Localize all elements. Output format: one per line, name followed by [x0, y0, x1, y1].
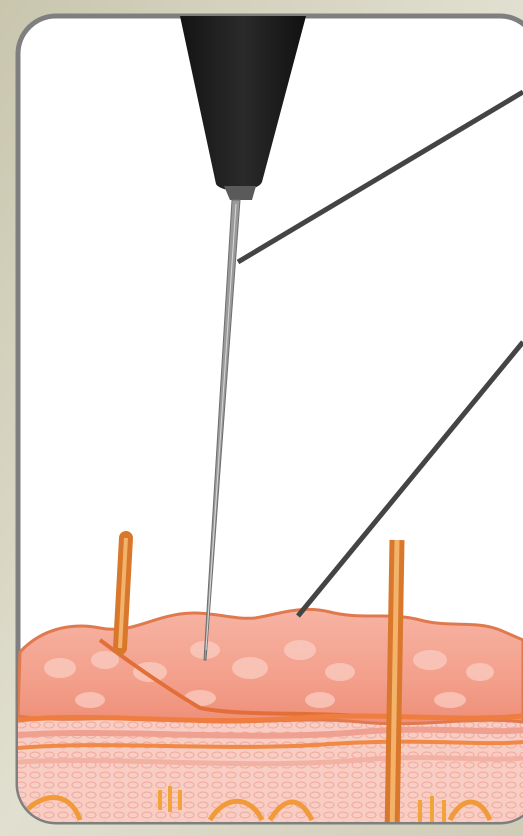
illustration-canvas [0, 0, 523, 836]
